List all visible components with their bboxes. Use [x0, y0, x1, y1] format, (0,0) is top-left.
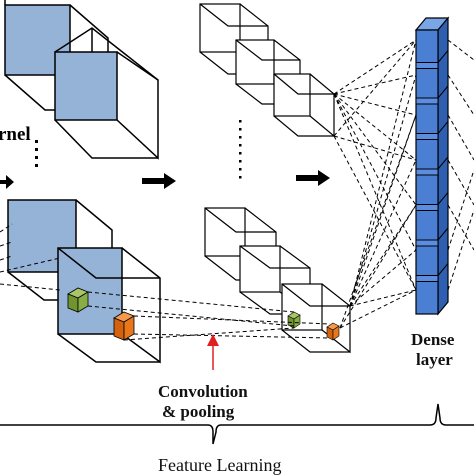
feature-learning-label: Feature Learning: [158, 455, 282, 475]
dense-unit: [415, 204, 439, 211]
right-arrow-icon: [296, 170, 330, 186]
dense-unit-edge: [437, 121, 449, 134]
dense-unit-edge: [437, 85, 449, 99]
dense-unit-edge: [437, 263, 449, 276]
dense-unit: [415, 62, 439, 69]
right-arrow-icon: [0, 175, 14, 189]
dense-unit: [415, 239, 439, 247]
pooling-label: & pooling: [162, 402, 235, 421]
dense-unit: [415, 168, 439, 176]
vertical-ellipsis-icon: [35, 140, 38, 167]
dense-label: Dense: [411, 330, 455, 349]
kernel-label: rnel: [0, 124, 31, 145]
layer-label: layer: [416, 350, 453, 369]
right-arrow-icon: [142, 173, 176, 189]
feature-learning-brace: [0, 403, 474, 445]
dense-unit: [415, 133, 439, 140]
kernel-cube-top-front: [54, 27, 159, 160]
vertical-ellipsis-icon: [239, 120, 242, 179]
kernel-cube-bottom-front: [57, 247, 161, 364]
green-filter-cube: [287, 311, 301, 329]
dense-unit-edge: [437, 227, 449, 241]
dense-connections: [333, 39, 474, 329]
feature-map-top-3: [273, 73, 335, 138]
dense-unit: [415, 275, 439, 282]
orange-filter-cube: [113, 311, 135, 341]
green-filter-cube: [67, 287, 89, 313]
dense-unit-edge: [437, 156, 449, 170]
dense-layer-units: [415, 50, 449, 282]
dense-unit-edge: [437, 192, 449, 205]
orange-filter-cube: [326, 322, 340, 341]
dense-unit-edge: [437, 50, 449, 63]
convolution-label: Convolution: [158, 382, 248, 401]
dense-unit: [415, 97, 439, 105]
feature-map-bottom-1: [204, 207, 277, 282]
left-edge-connections: [0, 223, 61, 291]
